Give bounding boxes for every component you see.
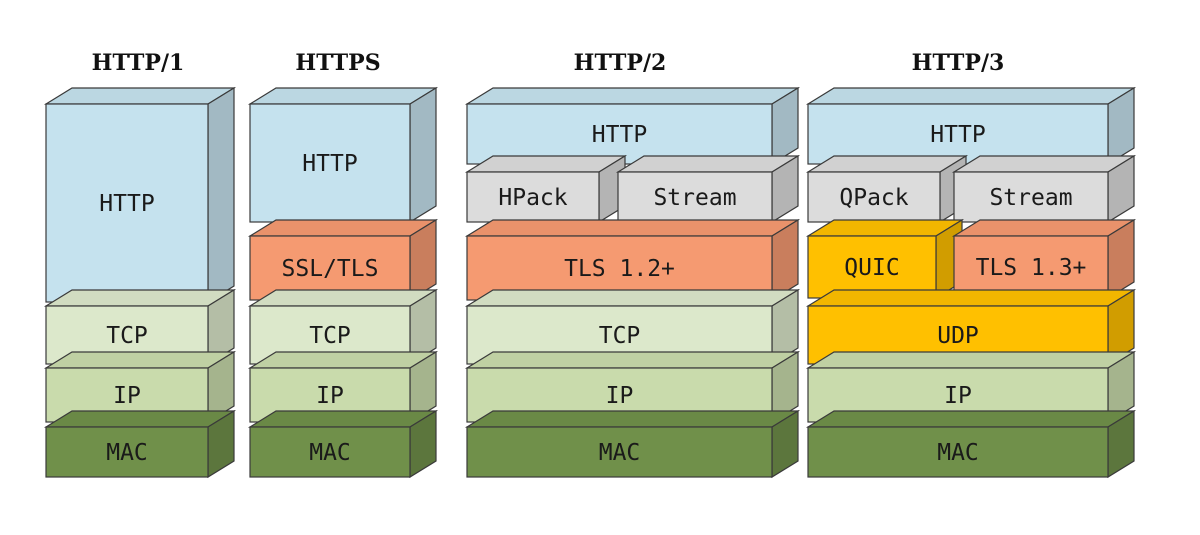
layer-label: IP [944, 383, 972, 409]
layer-front-face [249, 426, 411, 478]
column-title-http-3: HTTP/3 [912, 50, 1005, 76]
layer-label: IP [316, 383, 344, 409]
layer-http-1-mac: MAC [43, 409, 237, 479]
layer-front-face [807, 103, 1109, 165]
layer-http-2-stream: Stream [615, 154, 801, 224]
layer-top-face [247, 219, 439, 237]
layer-http-3-tls-1-3: TLS 1.3+ [951, 218, 1137, 300]
layer-top-face [43, 351, 237, 369]
layer-front-face [249, 235, 411, 301]
layer-label: HTTP [302, 151, 357, 177]
layer-top-face [805, 155, 969, 173]
layer-http-2-http: HTTP [464, 86, 801, 166]
layer-top-face [464, 351, 801, 369]
layer-top-face [805, 87, 1137, 105]
layer-front-face [466, 103, 773, 165]
layer-https-mac: MAC [247, 409, 439, 479]
layer-label: UDP [937, 323, 979, 349]
layer-label: HPack [498, 185, 567, 211]
layer-top-face [951, 219, 1137, 237]
layer-top-face [805, 410, 1137, 428]
layer-http-3-quic: QUIC [805, 218, 965, 300]
layer-label: TCP [599, 323, 641, 349]
layer-front-face [45, 103, 209, 303]
layer-http-2-mac: MAC [464, 409, 801, 479]
layer-top-face [464, 87, 801, 105]
layer-label: MAC [599, 440, 641, 466]
layer-top-face [805, 289, 1137, 307]
layer-label: Stream [989, 185, 1072, 211]
layer-http-3-stream: Stream [951, 154, 1137, 224]
layer-top-face [464, 155, 628, 173]
layer-label: IP [606, 383, 634, 409]
layer-http-3-http: HTTP [805, 86, 1137, 166]
layer-front-face [45, 426, 209, 478]
layer-label: HTTP [930, 122, 985, 148]
layer-top-face [464, 219, 801, 237]
layer-http-2-hpack: HPack [464, 154, 628, 224]
layer-label: TLS 1.3+ [976, 255, 1087, 281]
layer-label: HTTP [592, 122, 647, 148]
layer-label: MAC [309, 440, 351, 466]
layer-http-1-http: HTTP [43, 86, 237, 304]
layer-http-3-mac: MAC [805, 409, 1137, 479]
layer-top-face [43, 289, 237, 307]
layer-label: MAC [106, 440, 148, 466]
layer-front-face [807, 171, 941, 223]
layer-http-2-tls-1-2: TLS 1.2+ [464, 218, 801, 302]
column-title-https: HTTPS [295, 50, 380, 76]
layer-label: SSL/TLS [282, 256, 379, 282]
layer-front-face [466, 426, 773, 478]
layer-top-face [43, 87, 237, 105]
layer-top-face [43, 410, 237, 428]
layer-front-face [466, 171, 600, 223]
layer-top-face [464, 289, 801, 307]
layer-side-face [207, 86, 235, 304]
layer-http-3-qpack: QPack [805, 154, 969, 224]
layer-https-ssl-tls: SSL/TLS [247, 218, 439, 302]
layer-label: HTTP [99, 191, 154, 217]
layer-top-face [247, 87, 439, 105]
layer-label: QUIC [844, 255, 899, 281]
layer-top-face [805, 351, 1137, 369]
layer-label: TCP [106, 323, 148, 349]
layer-label: MAC [937, 440, 979, 466]
layer-label: TCP [309, 323, 351, 349]
layer-https-http: HTTP [247, 86, 439, 224]
layer-top-face [464, 410, 801, 428]
layer-front-face [466, 235, 773, 301]
layer-front-face [953, 235, 1109, 299]
layer-label: TLS 1.2+ [564, 256, 675, 282]
layer-front-face [617, 171, 773, 223]
layer-label: Stream [653, 185, 736, 211]
layer-front-face [249, 103, 411, 223]
layer-top-face [615, 155, 801, 173]
layer-top-face [951, 155, 1137, 173]
column-title-http-2: HTTP/2 [574, 50, 667, 76]
layer-front-face [807, 235, 937, 299]
column-title-http-1: HTTP/1 [92, 50, 185, 76]
layer-front-face [807, 426, 1109, 478]
layer-side-face [409, 86, 437, 224]
layer-top-face [247, 410, 439, 428]
layer-top-face [247, 351, 439, 369]
layer-label: QPack [839, 185, 908, 211]
layer-top-face [247, 289, 439, 307]
layer-label: IP [113, 383, 141, 409]
